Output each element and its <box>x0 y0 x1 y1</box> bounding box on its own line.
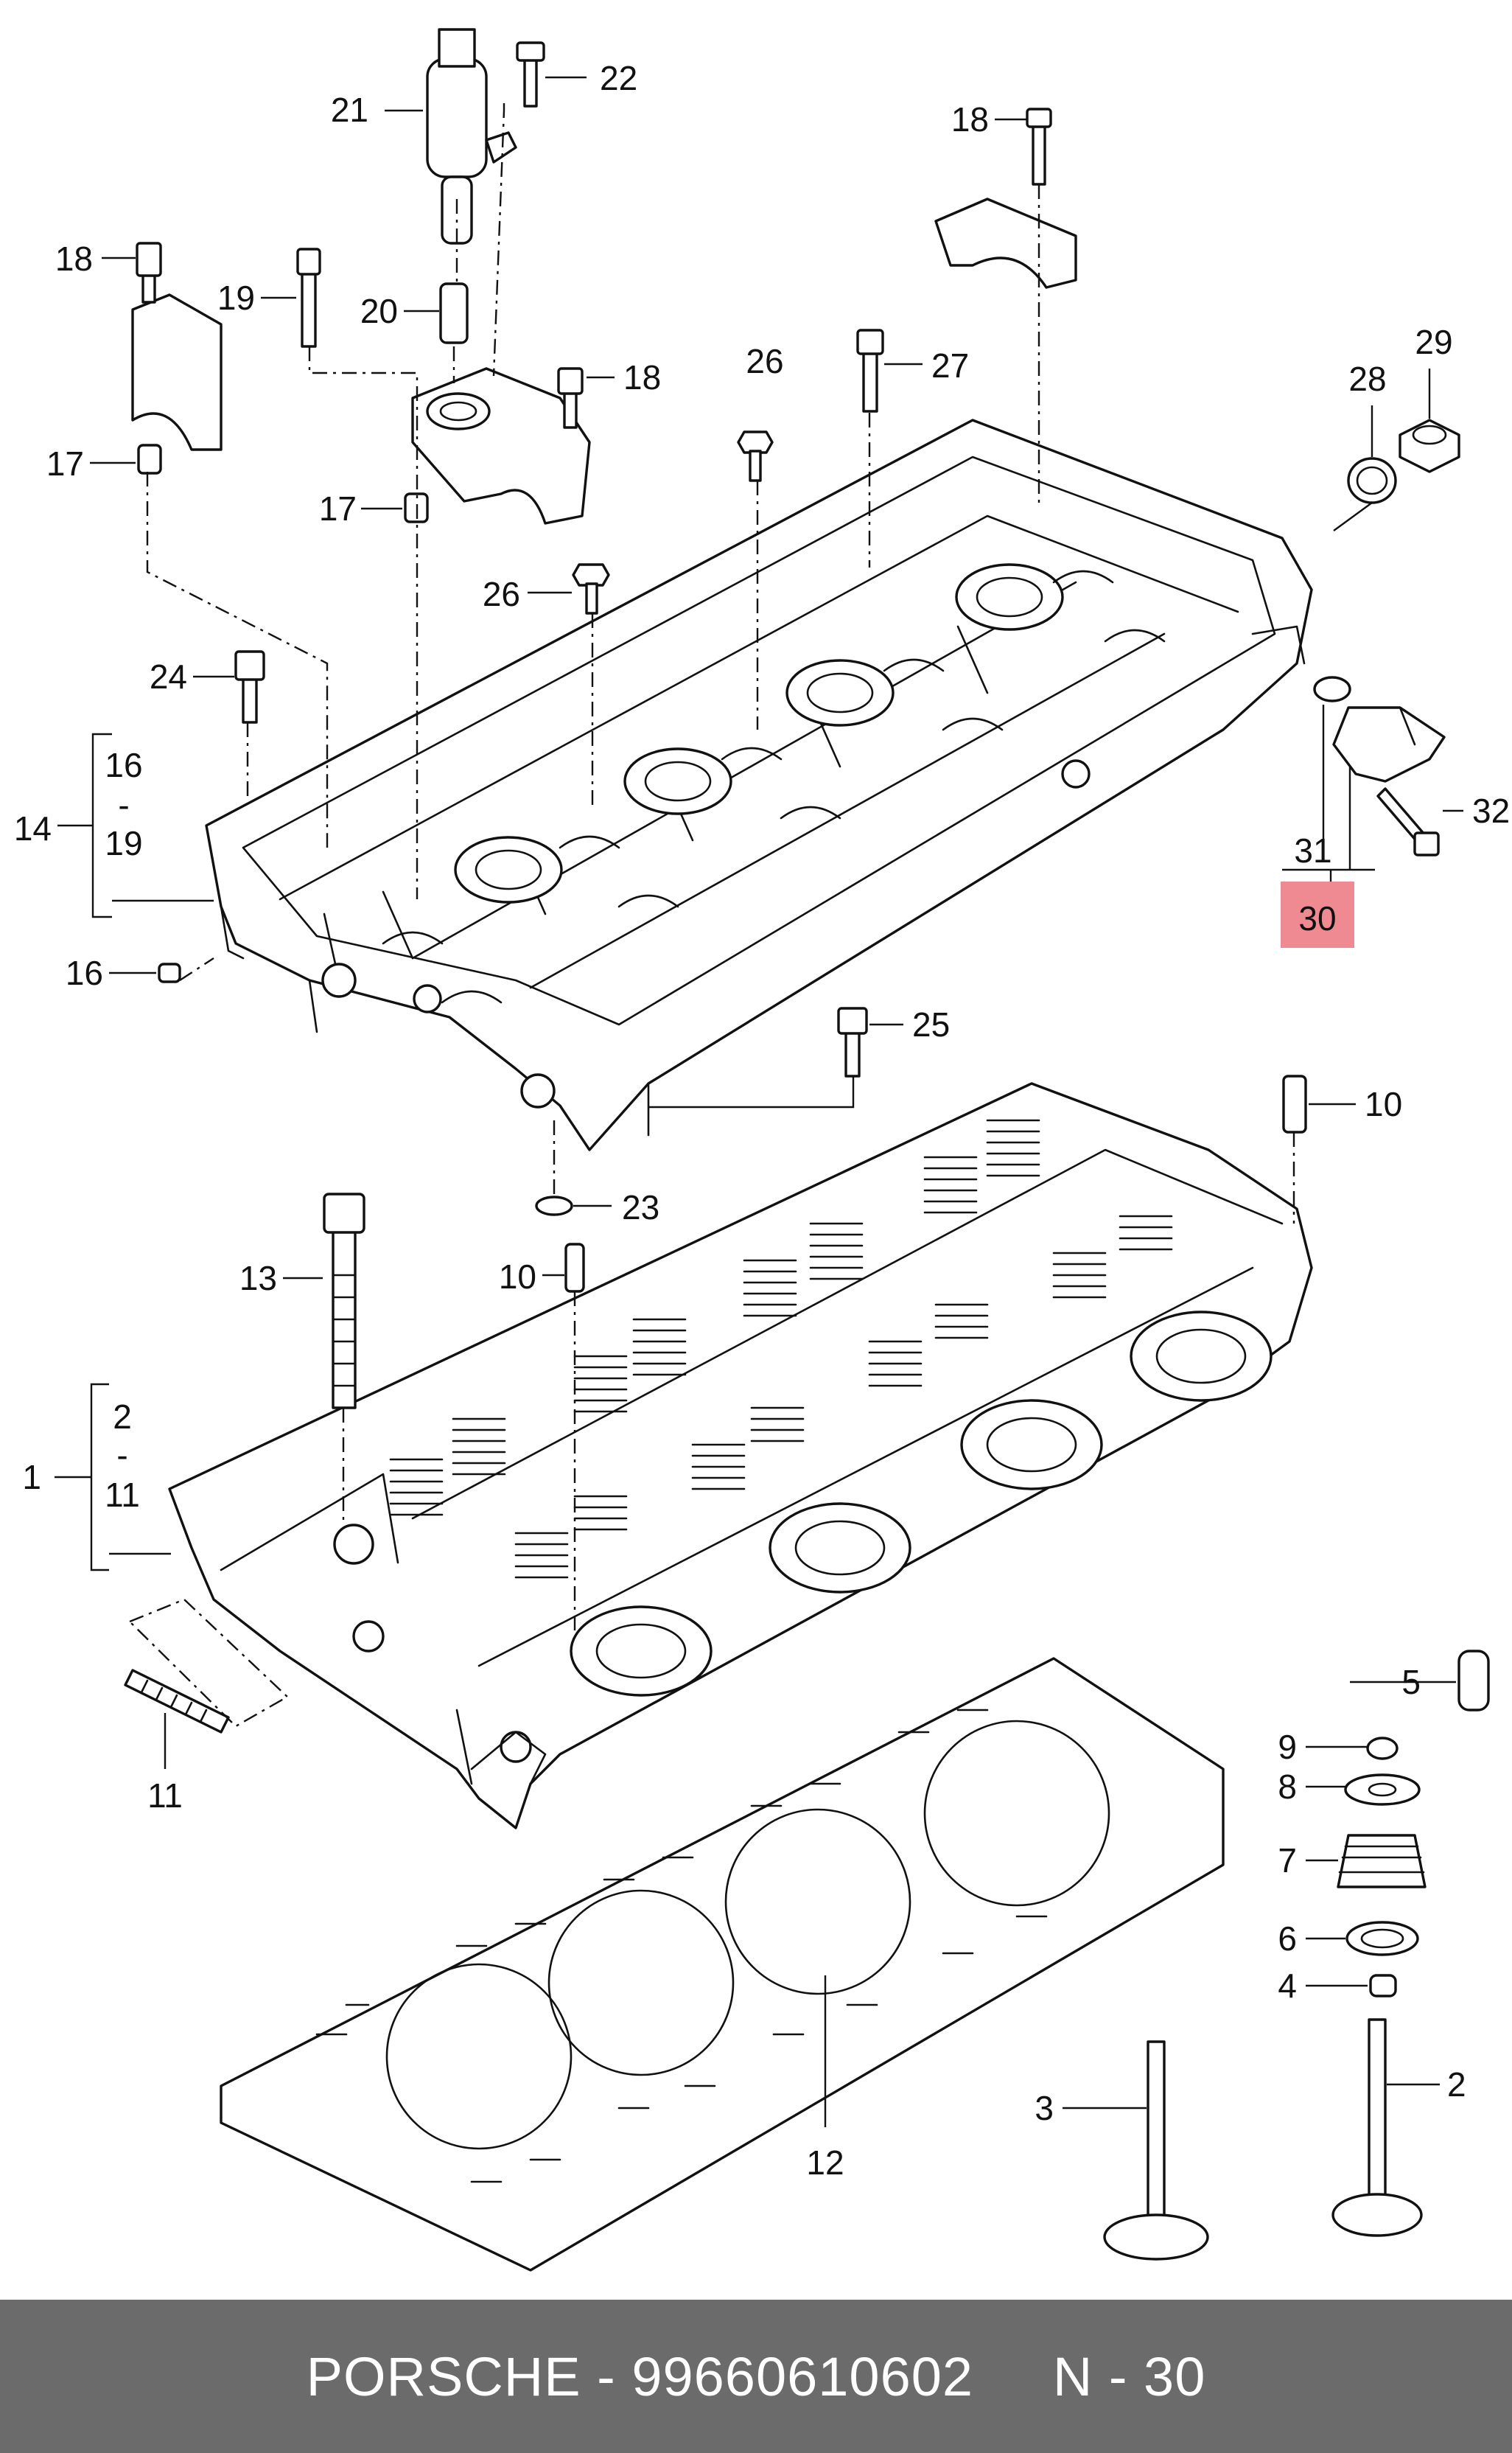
callout-5: 5 <box>1401 1663 1421 1701</box>
dashed-alignment-lines <box>129 103 1295 1728</box>
callout-10-right: 10 <box>1365 1085 1402 1123</box>
callout-19: 19 <box>217 279 255 317</box>
plug-screw-29 <box>1399 419 1460 473</box>
callout-14: 14 <box>14 809 52 848</box>
dowel-sleeve-17a <box>137 444 162 475</box>
cylinder-head-gasket <box>220 1657 1225 2272</box>
bolt-19 <box>296 248 321 348</box>
valve-guide-5 <box>1457 1650 1490 1711</box>
camshaft-sensor-30 <box>1332 706 1446 783</box>
parts-diagram: 21 22 18 18 19 20 18 26 27 28 29 17 17 2… <box>14 28 1510 2272</box>
plug-26-top <box>737 430 774 482</box>
sealing-ring-28 <box>1347 457 1397 504</box>
callout-6: 6 <box>1278 1919 1297 1958</box>
callout-27: 27 <box>931 346 969 385</box>
callout-30-highlighted: 30 <box>1298 899 1336 938</box>
seal-23 <box>535 1196 573 1216</box>
bolt-32 <box>1376 787 1440 856</box>
callout-18-left: 18 <box>55 240 93 278</box>
camshaft-housing <box>205 419 1313 1151</box>
valve-keepers-9 <box>1366 1737 1399 1760</box>
callout-17-left: 17 <box>46 444 84 483</box>
callout-labels: 21 22 18 18 19 20 18 26 27 28 29 17 17 2… <box>14 59 1510 2182</box>
callout-10-left: 10 <box>499 1257 536 1296</box>
callout-9: 9 <box>1278 1728 1297 1766</box>
callout-25: 25 <box>912 1005 950 1044</box>
footer-bar: PORSCHE - 99660610602 N - 30 <box>0 2300 1512 2453</box>
bolt-18-mid <box>557 367 584 429</box>
valve-spring-7 <box>1337 1834 1427 1888</box>
callout-32: 32 <box>1472 792 1510 830</box>
callout-18-top: 18 <box>951 100 989 139</box>
callout-7: 7 <box>1278 1841 1297 1880</box>
callout-16: 16 <box>66 954 103 992</box>
range-1-start: 2 <box>113 1398 132 1436</box>
callout-23: 23 <box>622 1188 659 1226</box>
plug-26-mid <box>572 563 610 615</box>
plug-16 <box>158 963 181 983</box>
bolt-27 <box>856 329 884 413</box>
bolt-25 <box>837 1007 868 1078</box>
bolt-24 <box>234 650 265 724</box>
callout-31: 31 <box>1294 831 1331 870</box>
callout-3: 3 <box>1035 2089 1054 2127</box>
exhaust-valve-3 <box>1103 2040 1209 2261</box>
seal-20 <box>439 282 469 344</box>
callout-13: 13 <box>239 1259 277 1297</box>
callout-12: 12 <box>806 2143 844 2182</box>
callout-21: 21 <box>331 91 368 129</box>
leader-lines <box>55 76 1463 2127</box>
callout-29: 29 <box>1415 323 1452 361</box>
stud-11 <box>124 1669 230 1734</box>
callout-11: 11 <box>147 1776 183 1815</box>
valve-springs <box>389 1119 1173 1579</box>
bolt-18-left <box>136 242 162 304</box>
range-14-separator: - <box>118 786 129 824</box>
cylinder-head <box>168 1082 1313 1829</box>
dowel-10-right <box>1282 1075 1307 1134</box>
callout-28: 28 <box>1348 360 1386 398</box>
range-1-end: 11 <box>105 1476 140 1514</box>
callout-17-mid: 17 <box>319 489 357 528</box>
camshaft-adjuster-solenoid-21 <box>426 28 517 245</box>
footer-part-number: PORSCHE - 99660610602 N - 30 <box>306 2345 1206 2407</box>
callout-4: 4 <box>1278 1967 1297 2005</box>
spring-retainer-8 <box>1344 1773 1421 1806</box>
callout-1: 1 <box>22 1458 41 1496</box>
oring-31 <box>1313 676 1351 702</box>
callout-2: 2 <box>1447 2065 1466 2104</box>
callout-18-mid: 18 <box>623 358 661 397</box>
callout-26-top: 26 <box>746 342 783 380</box>
valve-stem-seal-4 <box>1369 1974 1397 1997</box>
bearing-cap-left <box>131 293 223 451</box>
range-14-end: 19 <box>105 824 142 862</box>
callout-20: 20 <box>360 292 398 330</box>
range-14-start: 16 <box>105 746 142 784</box>
intake-valve-2 <box>1331 2018 1423 2237</box>
solenoid-mount-bracket <box>411 367 591 525</box>
callout-24: 24 <box>150 657 187 696</box>
bearing-cap-top <box>934 198 1077 289</box>
highlight-box <box>1281 882 1354 948</box>
head-bolt-13 <box>323 1193 365 1409</box>
bolt-22 <box>516 41 545 108</box>
callout-8: 8 <box>1278 1768 1297 1806</box>
bolt-18-top <box>1026 108 1052 186</box>
callout-22: 22 <box>600 59 637 97</box>
exploded-view-drawing: 21 22 18 18 19 20 18 26 27 28 29 17 17 2… <box>14 28 1510 2272</box>
dowel-10-left <box>564 1243 585 1293</box>
spring-seat-6 <box>1345 1921 1419 1956</box>
range-1-separator: - <box>116 1436 127 1474</box>
callout-26-mid: 26 <box>483 575 520 613</box>
